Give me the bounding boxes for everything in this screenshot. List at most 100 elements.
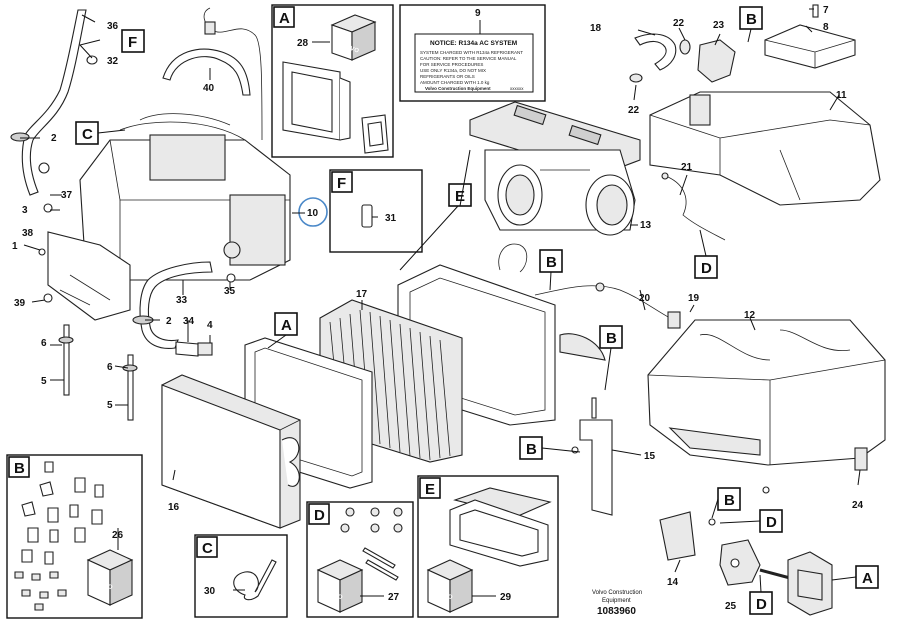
callout-8: 8 (823, 22, 829, 33)
blower-13 (484, 149, 636, 236)
notice-line-4: USE ONLY R134a, DO NOT MIX (420, 68, 486, 73)
callout-17: 17 (356, 289, 368, 300)
clip-32 (86, 55, 98, 65)
sensor-plug (204, 21, 216, 35)
kit-box-b (6, 454, 143, 619)
callout-36: 36 (107, 21, 119, 32)
letter-e-center: E (455, 188, 465, 205)
callout-11: 11 (836, 90, 847, 101)
hose-18 (634, 33, 677, 71)
connector-19 (667, 311, 681, 329)
bolts-left (38, 162, 236, 421)
callout-39: 39 (14, 298, 26, 309)
letter-f-top: F (128, 34, 137, 51)
panel-8 (764, 24, 856, 69)
callout-35: 35 (224, 286, 236, 297)
footer-maker-2: Equipment (602, 598, 631, 604)
notice-line-6: AMOUNT CHARGED WITH 1.0 kg (420, 80, 490, 85)
kit-cube-27 (316, 559, 364, 613)
callout-25: 25 (725, 601, 737, 612)
notice-line-3: FOR SERVICE PROCEDURES (420, 62, 483, 67)
housing-12 (647, 319, 886, 466)
callout-22-bottom: 22 (628, 105, 640, 116)
callout-26: 26 (112, 530, 124, 541)
callout-21: 21 (681, 162, 693, 173)
screws-d (340, 507, 403, 581)
letter-a-kit: A (279, 10, 290, 27)
kit-box-b-letter-frame (8, 456, 30, 478)
letter-a-center: A (281, 317, 292, 334)
callout-13: 13 (640, 220, 652, 231)
letter-d-wire: D (701, 260, 712, 277)
kit-box-f (329, 169, 423, 253)
screw-7 (812, 4, 819, 18)
kit-box-f-letter-frame (331, 171, 353, 193)
cable-tie-30 (233, 559, 277, 601)
callout-4: 4 (207, 320, 213, 331)
seal-frame-e (449, 499, 549, 567)
callout-numbers: 36 32 2 37 3 38 1 39 6 5 6 5 2 34 4 33 3… (12, 5, 864, 612)
letter-box-f-top (121, 29, 145, 53)
hose-40 (162, 48, 251, 96)
pipe-36 (21, 9, 87, 196)
callout-31: 31 (385, 213, 397, 224)
notice-line-5: REFRIGERANTS OR OILS (420, 74, 475, 79)
letter-b-kit: B (14, 460, 25, 477)
letter-b-left: B (526, 441, 537, 458)
callout-6-right: 6 (107, 362, 113, 373)
callout-40: 40 (203, 83, 215, 94)
wire-top (203, 7, 263, 141)
callout-9: 9 (475, 8, 481, 19)
callout-29: 29 (500, 592, 512, 603)
callout-5-right: 5 (107, 400, 113, 411)
valve-23 (697, 39, 736, 83)
letter-d-kit: D (314, 507, 325, 524)
oring-22b (629, 73, 643, 83)
letter-c-kit: C (202, 540, 213, 557)
callout-5-left: 5 (41, 376, 47, 387)
housing-11 (649, 91, 881, 206)
kit-box-e (417, 475, 559, 618)
callout-34: 34 (183, 316, 195, 327)
insulation-a (787, 551, 833, 616)
notice-line-2: CAUTION: REFER TO THE SERVICE MANUAL (420, 56, 517, 61)
kit-box-c-letter-frame (196, 536, 218, 558)
footer: Volvo Construction Equipment 1083960 (592, 590, 642, 617)
kit-cube-28 (330, 14, 377, 61)
letter-d-bottom: D (756, 596, 767, 613)
callout-33: 33 (176, 295, 188, 306)
callout-28: 28 (297, 38, 309, 49)
callout-15: 15 (644, 451, 656, 462)
evaporator-16 (161, 374, 301, 529)
callout-12: 12 (744, 310, 756, 321)
highlight-ring-10 (298, 197, 328, 227)
seal-block-a (361, 114, 389, 154)
letter-c-left: C (82, 126, 93, 143)
notice-maker: Volvo Construction Equipment (425, 86, 491, 91)
footer-drawing-id: 1083960 (597, 606, 636, 617)
callout-22-top: 22 (673, 18, 685, 29)
callout-6-left: 6 (41, 338, 47, 349)
callout-10: 10 (307, 208, 319, 219)
clamp-2-top (10, 132, 30, 142)
callout-14: 14 (667, 577, 679, 588)
callout-3: 3 (22, 205, 28, 216)
notice-title: NOTICE: R134a AC SYSTEM (430, 40, 517, 47)
screw-15 (591, 397, 597, 419)
cushion-part (559, 333, 606, 361)
kit-box-c (194, 534, 288, 618)
letter-b-harness: B (546, 254, 557, 271)
valve-25 (719, 539, 791, 586)
bracket-15 (579, 419, 613, 516)
kit-box-d (306, 501, 414, 618)
letter-labels: A F B C D E F C E A B B B B D B D D A (14, 10, 873, 613)
notice-code: xxxxxx (510, 86, 524, 91)
callout-27: 27 (388, 592, 400, 603)
seal-frame-a (282, 61, 341, 141)
callout-30: 30 (204, 586, 216, 597)
grommet-20 (595, 282, 605, 292)
letter-b-top: B (746, 11, 757, 28)
kit-box-d-letter-frame (308, 503, 330, 525)
